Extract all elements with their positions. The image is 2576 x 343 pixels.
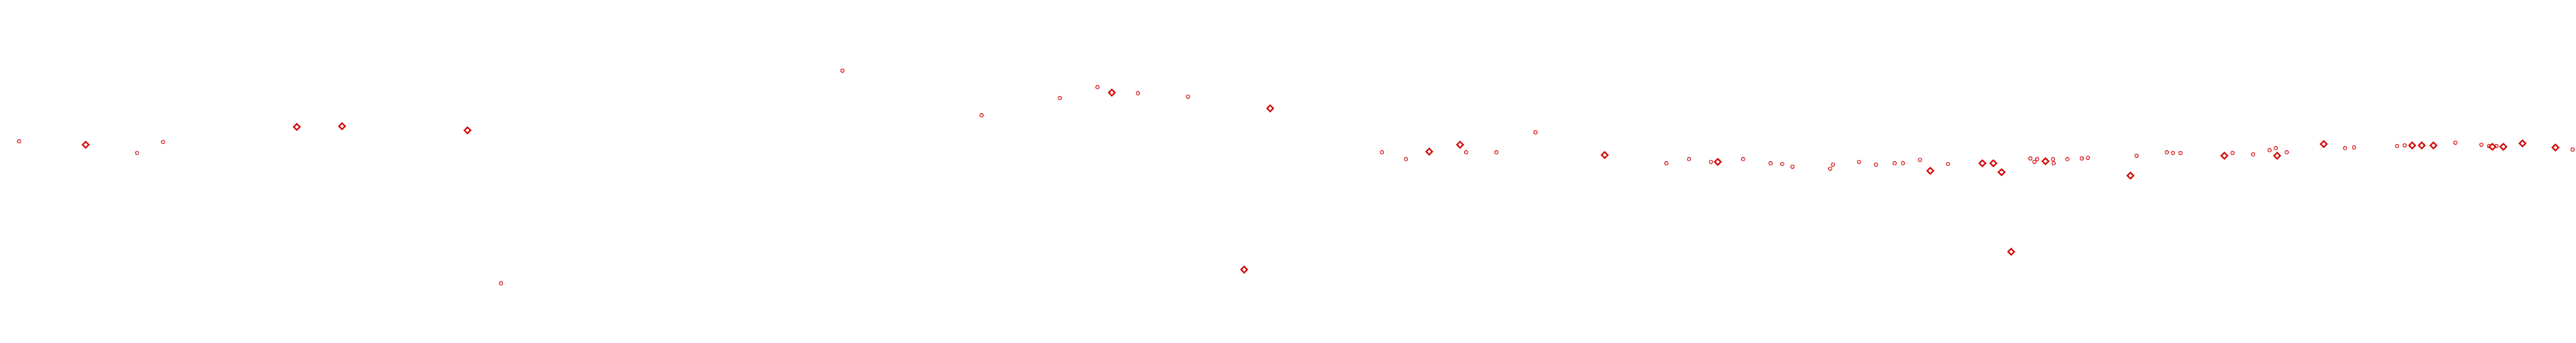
- data-point-dot: [1917, 157, 1923, 163]
- data-point-dot: [1664, 161, 1669, 166]
- data-point-diamond: [1978, 158, 1987, 168]
- data-point-diamond: [1925, 166, 1935, 176]
- data-point-dot: [1095, 84, 1100, 90]
- data-point-diamond: [1265, 104, 1275, 113]
- data-point-dot: [1463, 150, 1469, 155]
- data-point-diamond: [2417, 141, 2427, 150]
- data-point-dot: [2051, 161, 2056, 166]
- data-point-diamond: [463, 126, 472, 135]
- data-point-dot: [2250, 152, 2256, 157]
- data-point-dot: [2342, 145, 2348, 151]
- data-point-dot: [160, 139, 166, 145]
- data-point-dot: [2164, 150, 2170, 155]
- data-point-dot: [2230, 150, 2235, 156]
- data-point-diamond: [292, 122, 302, 132]
- data-point-dot: [2050, 156, 2056, 162]
- data-point-dot: [1686, 156, 1692, 162]
- data-point-dot: [498, 281, 504, 286]
- data-point-dot: [2065, 156, 2070, 162]
- data-point-diamond: [1239, 265, 1249, 274]
- data-point-dot: [979, 113, 984, 118]
- data-point-diamond: [2499, 142, 2508, 152]
- data-point-diamond: [1600, 150, 1609, 160]
- data-point-dot: [1830, 162, 1836, 167]
- data-point-dot: [1945, 161, 1951, 167]
- data-point-dot: [1135, 91, 1141, 96]
- data-point-diamond: [2041, 156, 2050, 166]
- data-point-dot: [2085, 155, 2091, 161]
- data-point-dot: [840, 68, 845, 73]
- data-point-diamond: [1107, 88, 1117, 97]
- data-point-dot: [1494, 150, 1499, 155]
- data-point-diamond: [2551, 143, 2560, 152]
- data-point-dot: [2034, 156, 2040, 162]
- data-point-dot: [16, 139, 22, 144]
- data-point-diamond: [2319, 139, 2329, 149]
- data-point-diamond: [1713, 157, 1723, 167]
- data-point-diamond: [2407, 141, 2417, 150]
- data-point-dot: [1873, 162, 1879, 167]
- data-point-dot: [2178, 150, 2183, 156]
- data-point-dot: [2273, 145, 2279, 151]
- data-point-dot: [2032, 159, 2037, 165]
- data-point-dot: [1533, 130, 1538, 135]
- data-point-dot: [1900, 161, 1906, 166]
- data-point-dot: [2284, 150, 2289, 155]
- data-point-dot: [1185, 94, 1191, 99]
- data-point-dot: [2394, 143, 2400, 149]
- data-point-dot: [1403, 156, 1409, 162]
- data-point-dot: [1856, 159, 1862, 165]
- data-point-diamond: [337, 121, 347, 131]
- data-point-dot: [134, 150, 140, 156]
- data-point-dot: [1708, 159, 1714, 165]
- data-point-dot: [1057, 95, 1062, 101]
- data-point-dot: [1768, 161, 1773, 166]
- data-point-dot: [1790, 164, 1795, 169]
- data-point-diamond: [2126, 171, 2135, 180]
- data-point-dot: [2453, 140, 2458, 145]
- data-point-diamond: [1455, 140, 1465, 150]
- data-point-diamond: [2006, 247, 2016, 257]
- data-point-diamond: [81, 140, 90, 150]
- data-point-dot: [2170, 150, 2176, 156]
- data-point-dot: [2079, 156, 2085, 161]
- data-point-diamond: [2272, 151, 2282, 161]
- data-point-diamond: [1997, 167, 2006, 177]
- data-point-dot: [1379, 150, 1385, 155]
- data-point-dot: [1827, 166, 1833, 172]
- data-point-dot: [1892, 161, 1897, 166]
- data-point-diamond: [1989, 158, 1998, 168]
- data-point-diamond: [1424, 147, 1434, 156]
- data-point-dot: [2351, 145, 2357, 150]
- data-point-dot: [2479, 142, 2484, 147]
- data-point-diamond: [2518, 139, 2527, 148]
- data-point-diamond: [2220, 151, 2229, 161]
- data-point-diamond: [2429, 141, 2438, 150]
- data-point-dot: [2570, 147, 2575, 152]
- data-point-diamond: [2488, 142, 2497, 152]
- data-point-dot: [2134, 153, 2139, 158]
- data-point-dot: [2402, 143, 2407, 148]
- data-point-dot: [2028, 156, 2033, 161]
- data-point-dot: [1740, 156, 1746, 162]
- data-point-dot: [2267, 147, 2272, 153]
- data-points-layer: [16, 68, 2575, 286]
- data-point-dot: [1779, 161, 1785, 167]
